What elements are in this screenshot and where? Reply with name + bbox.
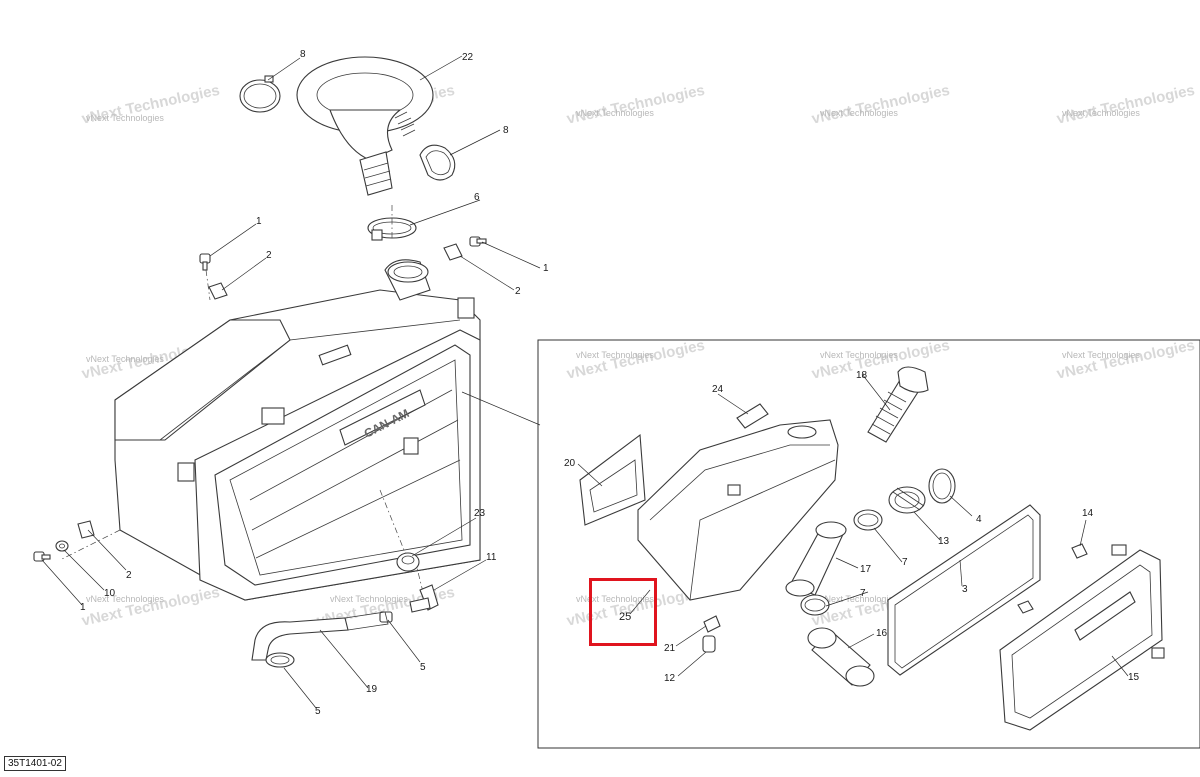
axis-line — [59, 529, 121, 561]
svg-text:vNext Technologies: vNext Technologies — [86, 113, 164, 123]
callout-5: 5 — [420, 662, 426, 673]
svg-text:vNext Technologies: vNext Technologies — [576, 108, 654, 118]
detail-view-frame — [537, 339, 1200, 749]
axis-line — [205, 269, 211, 301]
callout-16: 16 — [876, 628, 888, 639]
intake-duct-part-22 — [296, 56, 434, 196]
cover-part-15 — [999, 544, 1165, 731]
washer-part-10 — [55, 540, 69, 552]
callout-2: 2 — [126, 570, 132, 581]
left-assembly: CAN-AM — [33, 56, 487, 668]
plug-part-12 — [702, 635, 716, 653]
callout-labels: 8 22 8 6 1 2 1 2 23 11 5 19 5 2 10 1 24 … — [80, 49, 1140, 717]
callout-23: 23 — [474, 508, 486, 519]
label-part-24 — [736, 403, 769, 429]
svg-text:vNext Technologies: vNext Technologies — [1062, 350, 1140, 360]
svg-text:vNext Technologies: vNext Technologies — [86, 594, 164, 604]
callout-19: 19 — [366, 684, 378, 695]
callout-12: 12 — [664, 673, 676, 684]
boot-part-13 — [888, 486, 926, 514]
callout-18: 18 — [856, 370, 868, 381]
clip-small — [1017, 600, 1034, 614]
bolt-part-1-left — [199, 253, 211, 271]
bolt-part-1-right — [469, 236, 487, 247]
callout-20: 20 — [564, 458, 576, 469]
callout-22: 22 — [462, 52, 474, 63]
detail-leader-line — [461, 391, 541, 426]
bolt-part-1-lower — [33, 551, 51, 562]
svg-text:vNext Technologies: vNext Technologies — [565, 82, 706, 128]
callout-10: 10 — [104, 588, 116, 599]
svg-text:vNext Technologies: vNext Technologies — [1055, 82, 1196, 128]
clamp-part-7-lower — [800, 594, 830, 616]
callout-2: 2 — [515, 286, 521, 297]
leader-lines — [41, 55, 1129, 709]
callout-25: 25 — [619, 611, 631, 623]
callout-14: 14 — [1082, 508, 1094, 519]
callout-15: 15 — [1128, 672, 1140, 683]
airbox-housing: CAN-AM — [114, 259, 481, 601]
callout-13: 13 — [938, 536, 950, 547]
clamp-part-7-upper — [853, 509, 883, 531]
svg-text:vNext Technologies: vNext Technologies — [86, 354, 164, 364]
foam-part-20 — [579, 433, 646, 526]
callout-21: 21 — [664, 643, 676, 654]
clip-part-14 — [1071, 543, 1088, 559]
tube-part-18 — [867, 366, 929, 443]
callout-7: 7 — [902, 557, 908, 568]
clamp-part-5-lower — [265, 652, 295, 668]
drain-hose-part-19 — [251, 611, 389, 661]
svg-text:vNext Technologies: vNext Technologies — [576, 594, 654, 604]
callout-8: 8 — [300, 49, 306, 60]
filter-part-16 — [807, 627, 875, 687]
highlight-box-part-25 — [589, 578, 657, 646]
callout-11: 11 — [486, 552, 497, 563]
callout-5: 5 — [315, 706, 321, 717]
callout-1: 1 — [256, 216, 262, 227]
callout-1: 1 — [543, 263, 549, 274]
svg-text:vNext Technologies: vNext Technologies — [820, 594, 898, 604]
clamp-part-8-lower — [419, 144, 456, 181]
duct-part-17 — [785, 521, 847, 597]
drain-fitting-part-11 — [409, 584, 439, 613]
detail-assembly — [579, 366, 1165, 731]
nut-part-2-left — [208, 282, 228, 300]
callout-17: 17 — [860, 564, 872, 575]
callout-24: 24 — [712, 384, 724, 395]
clamp-part-8-upper — [239, 75, 281, 113]
svg-text:vNext Technologies: vNext Technologies — [810, 82, 951, 128]
clamp-part-4 — [928, 468, 956, 504]
callout-3: 3 — [962, 584, 968, 595]
gasket-part-3 — [887, 504, 1041, 676]
nut-part-2-right — [443, 243, 463, 261]
callout-1: 1 — [80, 602, 86, 613]
svg-text:vNext Technologies: vNext Technologies — [820, 108, 898, 118]
grommet-part-23 — [396, 552, 420, 572]
diagram-id-label: 35T1401-02 — [4, 756, 66, 771]
callout-4: 4 — [976, 514, 982, 525]
airbox-lower-body — [637, 419, 839, 601]
svg-text:vNext Technologies: vNext Technologies — [80, 584, 221, 630]
svg-text:vNext Technologies: vNext Technologies — [1062, 108, 1140, 118]
callout-8: 8 — [503, 125, 509, 136]
svg-text:vNext Technologies: vNext Technologies — [330, 594, 408, 604]
nut-part-2-lower — [77, 520, 95, 539]
svg-text:vNext Technologies: vNext Technologies — [576, 350, 654, 360]
callout-2: 2 — [266, 250, 272, 261]
callout-6: 6 — [474, 192, 480, 203]
svg-text:vNext Technologies: vNext Technologies — [820, 350, 898, 360]
clip-part-21 — [703, 615, 721, 633]
callout-7: 7 — [860, 588, 866, 599]
